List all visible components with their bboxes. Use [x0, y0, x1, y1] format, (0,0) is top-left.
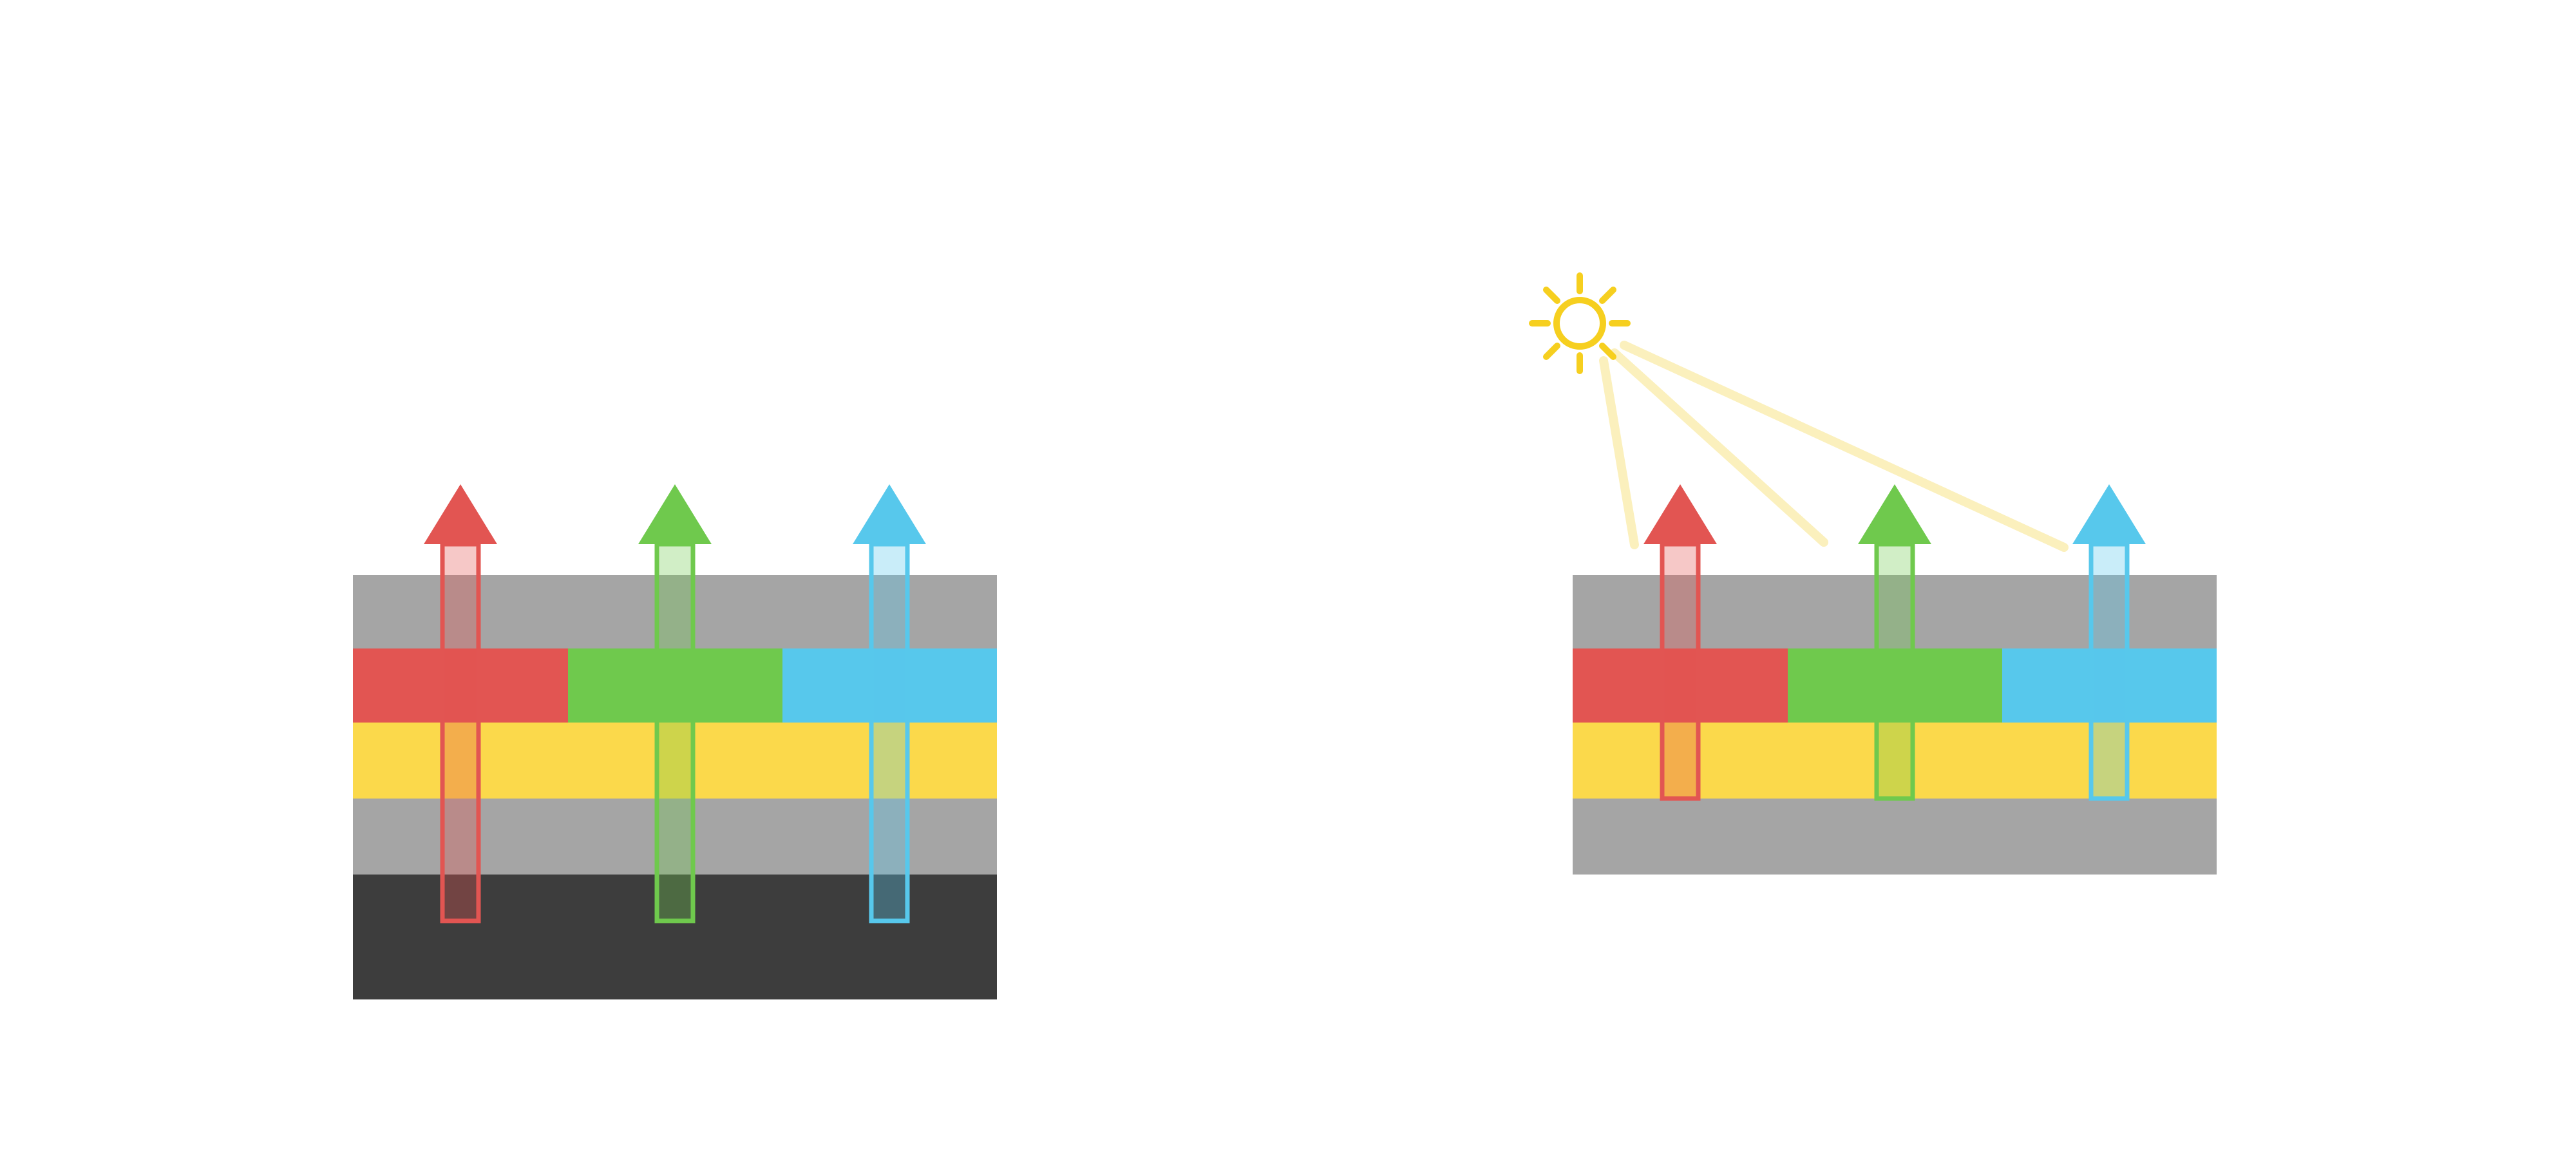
left-backlight-layer [353, 875, 997, 999]
arrow-shaft [2088, 542, 2130, 801]
left-glass-top-layer [353, 575, 997, 648]
left-yellow-layer [353, 723, 997, 799]
left-green-subpixel [568, 648, 782, 723]
right-glass-bottom-layer [1573, 799, 2217, 875]
right-blue-subpixel [2002, 648, 2217, 723]
right-yellow-layer [1573, 723, 2217, 799]
sun-beam [1620, 341, 2069, 552]
arrow-head [424, 484, 497, 544]
right-red-subpixel [1573, 648, 1788, 723]
left-stack-diagram [353, 484, 997, 999]
sun-beam [1599, 356, 1639, 549]
sun-beam [1610, 348, 1828, 547]
left-blue-subpixel [782, 648, 997, 723]
right-stack-diagram [1529, 272, 2217, 875]
sun-core [1553, 297, 1606, 350]
left-glass-bottom-layer [353, 799, 997, 875]
arrow-shaft [654, 542, 696, 923]
sun-ray [1543, 343, 1560, 360]
arrow-head [853, 484, 926, 544]
sun-ray [1599, 343, 1616, 360]
left-red-arrow [424, 484, 497, 923]
sun-ray [1599, 287, 1616, 304]
sun-beams [1599, 341, 2069, 552]
sun-icon [1529, 272, 1631, 374]
arrow-shaft [1874, 542, 1915, 801]
left-green-arrow [638, 484, 712, 923]
right-blue-arrow [2072, 484, 2146, 801]
left-red-subpixel [353, 648, 568, 723]
arrow-shaft [1660, 542, 1701, 801]
arrow-head [638, 484, 712, 544]
arrow-shaft [869, 542, 910, 923]
arrow-shaft [440, 542, 481, 923]
right-green-subpixel [1788, 648, 2002, 723]
sun-ray [1543, 287, 1560, 304]
left-blue-arrow [853, 484, 926, 923]
arrow-head [1858, 484, 1931, 544]
arrow-head [1643, 484, 1717, 544]
right-green-arrow [1858, 484, 1931, 801]
arrow-head [2072, 484, 2146, 544]
right-glass-top-layer [1573, 575, 2217, 648]
right-red-arrow [1643, 484, 1717, 801]
